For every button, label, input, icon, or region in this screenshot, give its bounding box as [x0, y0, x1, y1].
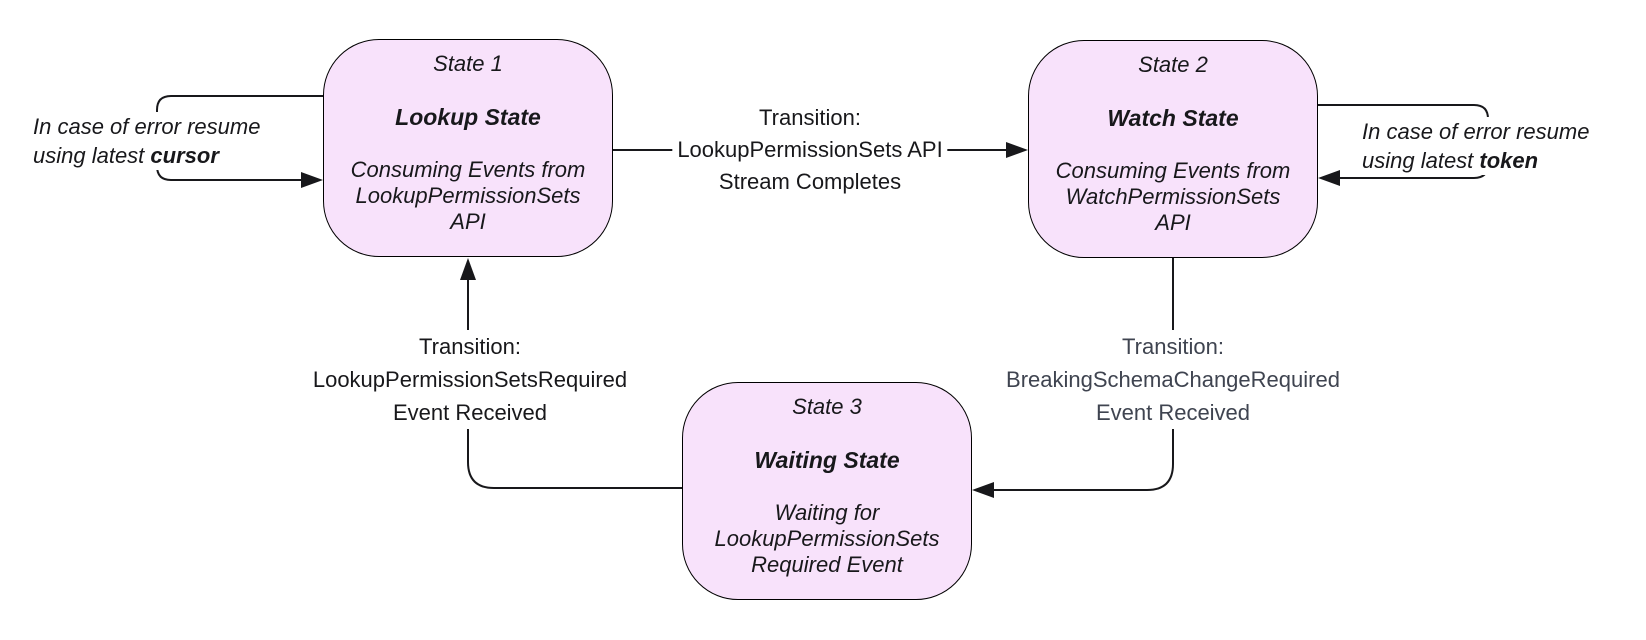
transition-label-state1-to-state2: Transition: LookupPermissionSets API Str…	[672, 102, 948, 198]
transition-label-line: BreakingSchemaChangeRequired	[1006, 367, 1340, 392]
transition-label-line: Event Received	[1095, 400, 1251, 425]
state-description-line: Consuming Events from	[1055, 158, 1291, 183]
arrowhead-into-state2-right	[1318, 170, 1340, 186]
error-loop-bold-word: cursor	[150, 143, 219, 168]
state-node-lookup: State 1 Lookup State Consuming Events fr…	[323, 39, 613, 257]
error-loop-line: using latest cursor	[33, 143, 219, 168]
transition-label-state3-to-state1: Transition: LookupPermissionSetsRequired…	[307, 330, 633, 429]
arrowhead-into-state1-left	[301, 172, 323, 188]
transition-label-line: LookupPermissionSets API	[677, 137, 943, 162]
state-description-line: WatchPermissionSets	[1065, 184, 1281, 209]
arrowhead-into-state1-bottom	[460, 258, 476, 280]
transition-label-line: Stream Completes	[718, 169, 902, 194]
state-description-line: API	[1155, 210, 1191, 235]
error-loop-line: using latest token	[1362, 148, 1539, 173]
transition-label-line: Transition:	[1122, 334, 1224, 359]
state-description: Consuming Events from LookupPermissionSe…	[324, 157, 612, 235]
state-number: State 2	[1138, 52, 1208, 77]
error-loop-label-token: In case of error resume using latest tok…	[1362, 117, 1590, 175]
state-description: Consuming Events from WatchPermissionSet…	[1029, 158, 1317, 236]
state-number: State 3	[792, 394, 862, 419]
arrowhead-into-state3-right	[972, 482, 994, 498]
transition-label-line: Transition:	[419, 334, 521, 359]
arrowhead-into-state2-left	[1006, 142, 1028, 158]
state-node-watch: State 2 Watch State Consuming Events fro…	[1028, 40, 1318, 258]
transition-label-state2-to-state3: Transition: BreakingSchemaChangeRequired…	[1001, 330, 1345, 429]
state-description-line: Waiting for	[774, 500, 880, 525]
transition-label-line: Transition:	[759, 105, 861, 130]
state-description-line: LookupPermissionSets	[355, 183, 581, 208]
state-description-line: API	[450, 209, 486, 234]
edge-state3-to-state1	[467, 278, 682, 489]
transition-label-line: Event Received	[392, 400, 548, 425]
state-title: Lookup State	[395, 104, 541, 130]
state-number: State 1	[433, 51, 503, 76]
state-node-waiting: State 3 Waiting State Waiting for Lookup…	[682, 382, 972, 600]
state-title: Watch State	[1107, 105, 1239, 131]
state-description-line: Required Event	[751, 552, 903, 577]
error-loop-label-cursor: In case of error resume using latest cur…	[33, 112, 261, 170]
state-description-line: Consuming Events from	[350, 157, 586, 182]
error-loop-line: In case of error resume	[1362, 119, 1590, 144]
state-title: Waiting State	[754, 447, 900, 473]
edge-state2-to-state3	[994, 258, 1174, 491]
transition-label-line: LookupPermissionSetsRequired	[312, 367, 628, 392]
state-description: Waiting for LookupPermissionSets Require…	[683, 500, 971, 578]
error-loop-bold-word: token	[1479, 148, 1539, 173]
state-description-line: LookupPermissionSets	[714, 526, 940, 551]
error-loop-line: In case of error resume	[33, 114, 261, 139]
